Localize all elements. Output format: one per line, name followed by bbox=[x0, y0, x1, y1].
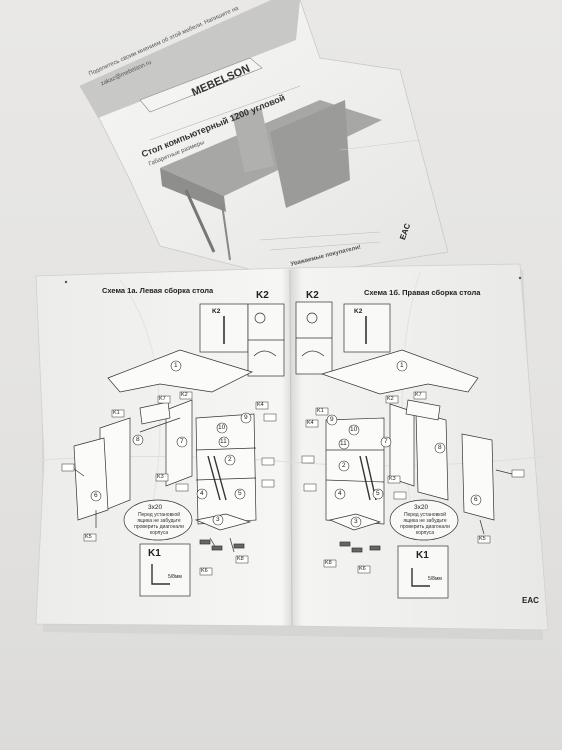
instruction-sheet bbox=[35, 263, 549, 631]
desk-illustration bbox=[160, 100, 382, 261]
leaflet-sheet bbox=[79, 0, 449, 275]
